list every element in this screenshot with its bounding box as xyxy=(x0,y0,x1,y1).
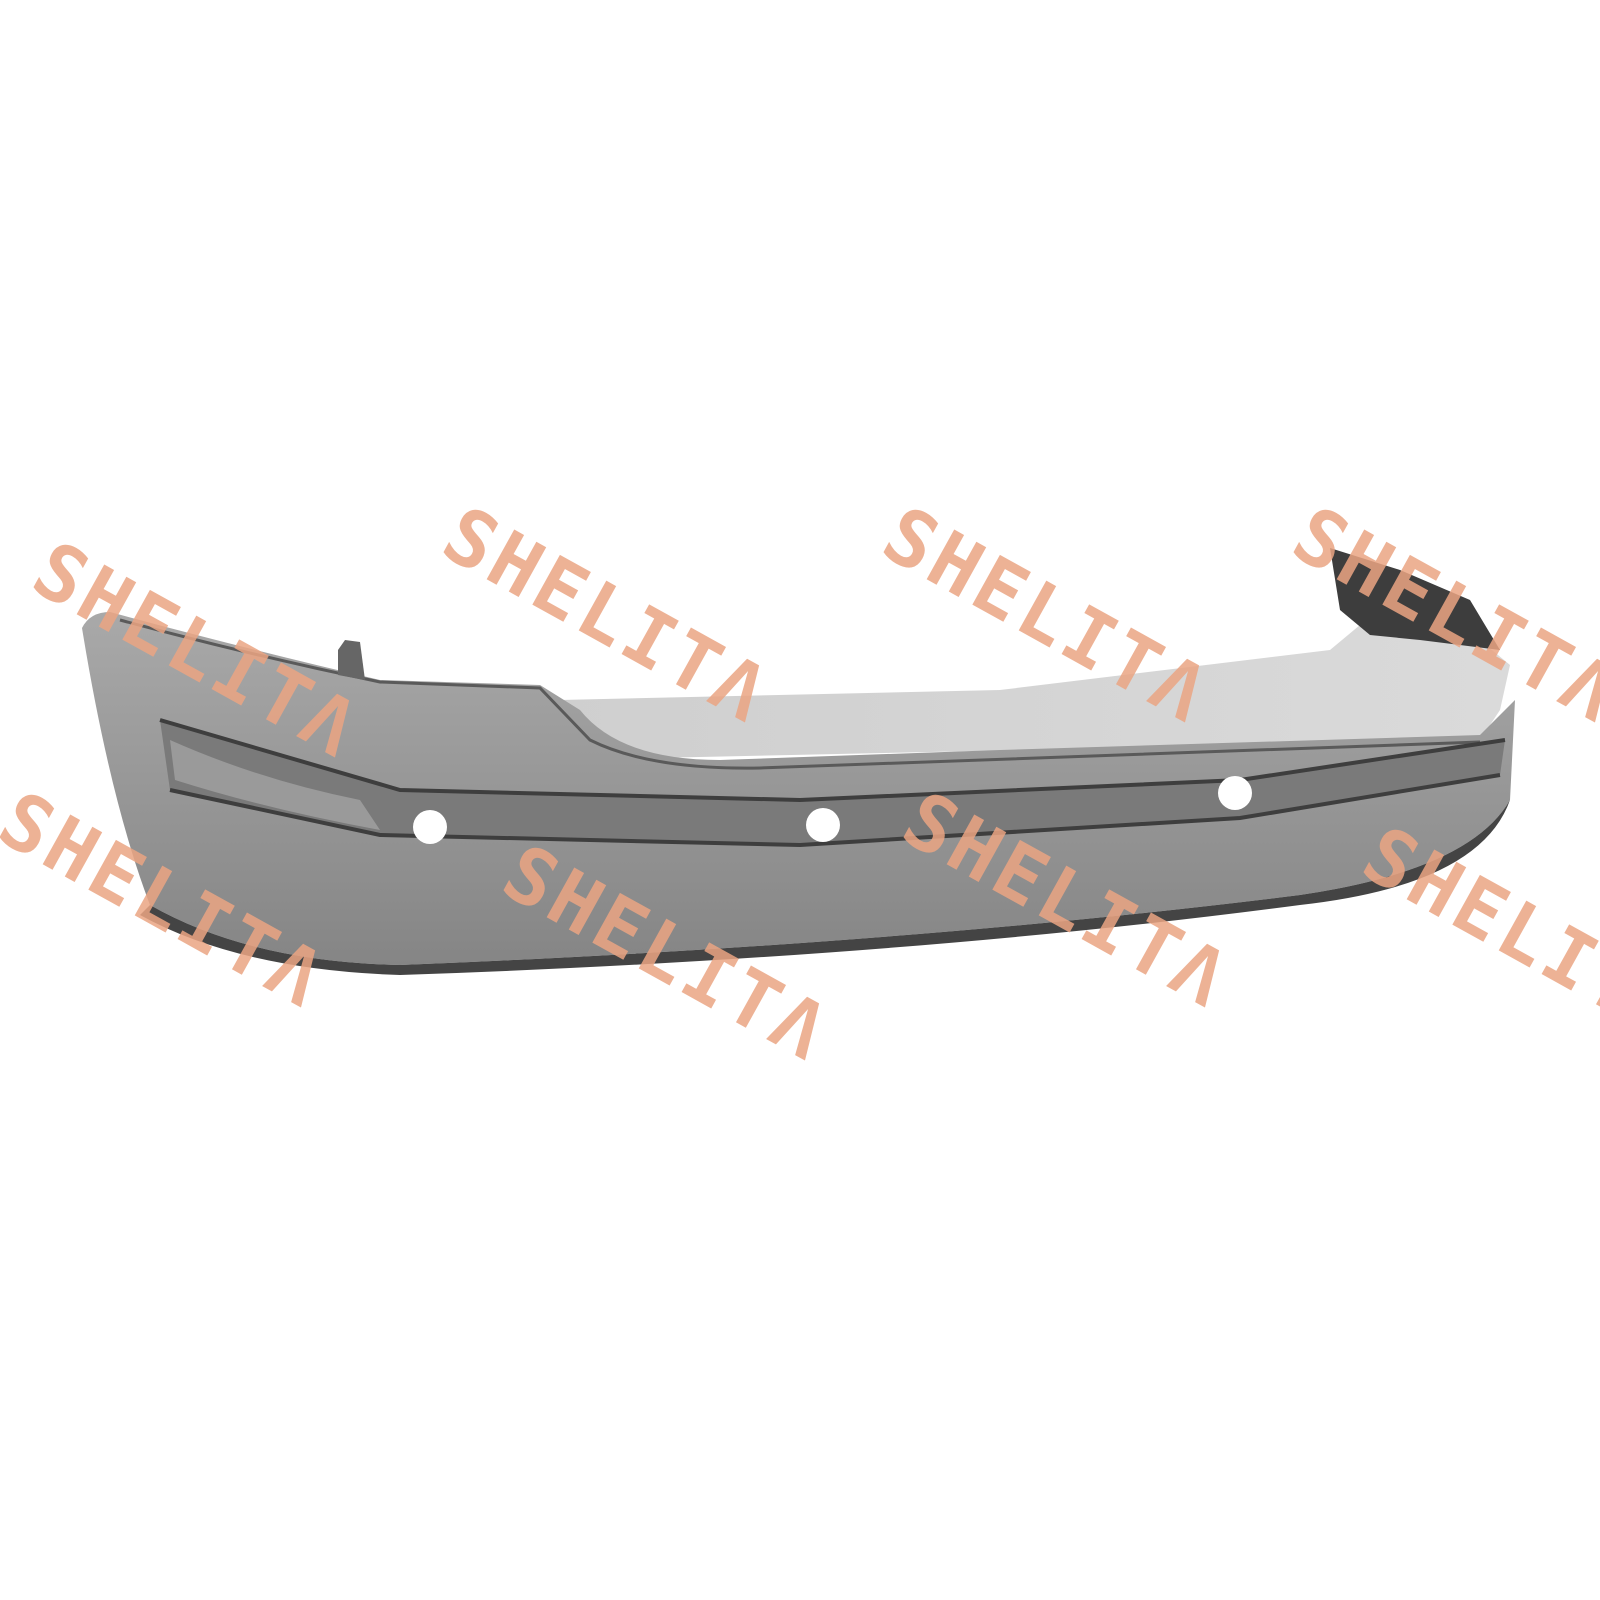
sensor-hole xyxy=(1218,776,1252,810)
bumper-lower-lip xyxy=(140,800,1510,975)
bumper-body xyxy=(82,612,1515,965)
bumper-channel xyxy=(160,720,1505,845)
sensor-hole xyxy=(806,808,840,842)
sensor-hole xyxy=(413,810,447,844)
mounting-bracket xyxy=(1330,548,1500,650)
bumper-top-surface xyxy=(560,625,1510,760)
top-clip xyxy=(338,640,365,680)
